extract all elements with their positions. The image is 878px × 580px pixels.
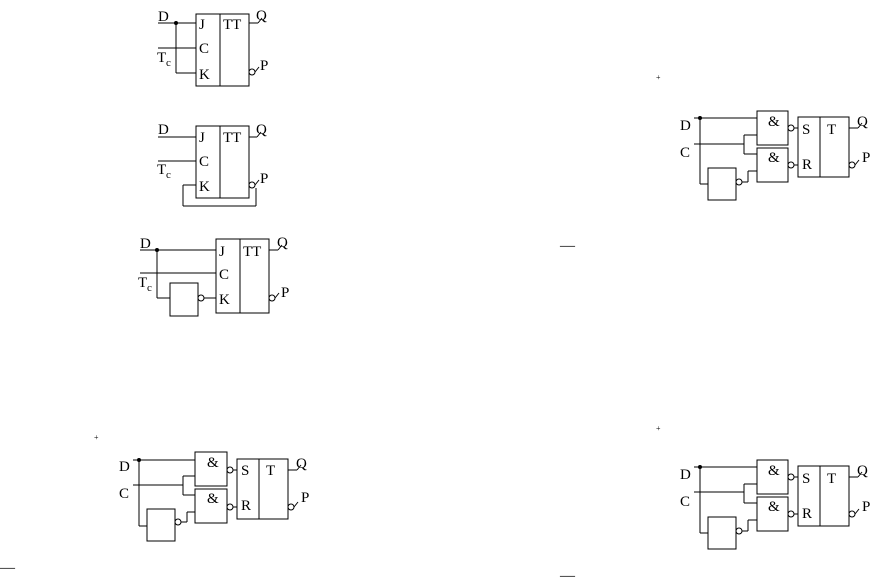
q-output-label: Q bbox=[857, 114, 868, 130]
flipflop-title: T bbox=[827, 471, 836, 487]
d-label: D bbox=[140, 236, 151, 252]
flipflop-title: T bbox=[827, 122, 836, 138]
c-label: C bbox=[119, 486, 129, 502]
rs-flipflop-box bbox=[797, 465, 850, 527]
pin-r-label: R bbox=[802, 506, 812, 522]
pin-c-label: C bbox=[199, 154, 209, 170]
inverter-block bbox=[707, 516, 737, 550]
and-gate-bottom bbox=[756, 496, 789, 532]
and-gate-top bbox=[194, 451, 228, 487]
inverter-bubble bbox=[735, 178, 743, 186]
q-output-label: Q bbox=[277, 235, 288, 251]
p-output-label: P bbox=[281, 285, 289, 301]
pin-k-label: K bbox=[199, 179, 210, 195]
inverter-bubble bbox=[174, 518, 182, 526]
t-subscript: c bbox=[166, 57, 171, 69]
inverter-bubble bbox=[735, 527, 743, 535]
p-output-label: P bbox=[862, 499, 870, 515]
pin-r-label: R bbox=[802, 157, 812, 173]
q-output-label: Q bbox=[296, 456, 307, 472]
pin-c-label: C bbox=[199, 41, 209, 57]
p-output-label: P bbox=[301, 490, 309, 506]
gate-bottom-label: & bbox=[768, 150, 780, 166]
d-label: D bbox=[119, 459, 130, 475]
and-gate-bottom bbox=[194, 488, 228, 524]
jk-flipflop-box bbox=[215, 238, 270, 314]
d-label: D bbox=[680, 467, 691, 483]
rs-flipflop-box bbox=[236, 458, 289, 520]
flipflop-title: T bbox=[266, 463, 275, 479]
jk-flipflop-diagram-1: D T c J C K TT Q P bbox=[157, 8, 268, 87]
d-label: D bbox=[680, 118, 691, 134]
dash-mark: — bbox=[0, 560, 16, 576]
flipflop-title: TT bbox=[223, 130, 241, 146]
t-label: T bbox=[157, 50, 166, 66]
inverter-block bbox=[169, 282, 199, 317]
p-output-label: P bbox=[862, 150, 870, 166]
plus-mark: + bbox=[94, 433, 99, 442]
inverted-output-bubble bbox=[248, 68, 256, 76]
c-label: C bbox=[680, 494, 690, 510]
inverter-bubble bbox=[197, 294, 205, 302]
plus-mark: + bbox=[656, 424, 661, 433]
rs-flipflop-diagram-1: + D C & & S R T Q P — bbox=[0, 433, 309, 576]
pin-k-label: K bbox=[199, 67, 210, 83]
pin-k-label: K bbox=[219, 292, 230, 308]
pin-j-label: J bbox=[219, 244, 225, 260]
p-output-label: P bbox=[260, 58, 268, 74]
pin-s-label: S bbox=[802, 122, 810, 138]
flipflop-title: TT bbox=[223, 17, 241, 33]
q-output-label: Q bbox=[256, 122, 267, 138]
pin-c-label: C bbox=[219, 267, 229, 283]
d-label: D bbox=[158, 122, 169, 138]
inverter-block bbox=[707, 167, 737, 201]
gate-bottom-label: & bbox=[207, 491, 219, 507]
pin-s-label: S bbox=[241, 463, 249, 479]
jk-flipflop-diagram-3: D T c J C K TT Q P bbox=[138, 235, 289, 317]
jk-flipflop-box bbox=[195, 13, 250, 87]
t-subscript: c bbox=[147, 282, 152, 294]
inverted-output-bubble bbox=[848, 161, 856, 169]
p-output-label: P bbox=[260, 171, 268, 187]
t-label: T bbox=[138, 275, 147, 291]
q-output-label: Q bbox=[256, 8, 267, 24]
gate-top-label: & bbox=[768, 114, 780, 130]
gate-top-label: & bbox=[768, 463, 780, 479]
d-label: D bbox=[158, 9, 169, 25]
inverted-output-bubble bbox=[287, 503, 295, 511]
inverted-output-bubble bbox=[248, 181, 256, 189]
inverter-block bbox=[146, 508, 176, 542]
rs-flipflop-diagram-3: + D C & & S R T Q P — bbox=[559, 424, 870, 580]
flipflop-title: TT bbox=[243, 244, 261, 260]
q-output-label: Q bbox=[857, 463, 868, 479]
dash-mark: — bbox=[559, 238, 576, 254]
jk-flipflop-diagram-2: D T c J C K TT Q P bbox=[157, 122, 268, 207]
rs-flipflop-diagram-2: + D C & & S R T Q P — bbox=[559, 73, 870, 254]
pin-j-label: J bbox=[199, 130, 205, 146]
pin-j-label: J bbox=[199, 17, 205, 33]
t-label: T bbox=[157, 162, 166, 178]
gate-top-label: & bbox=[207, 455, 219, 471]
jk-flipflop-box bbox=[195, 125, 250, 199]
dash-mark: — bbox=[559, 568, 576, 580]
pin-r-label: R bbox=[241, 498, 251, 514]
rs-flipflop-box bbox=[797, 116, 850, 178]
inverted-output-bubble bbox=[848, 510, 856, 518]
and-gate-top bbox=[756, 110, 789, 146]
c-label: C bbox=[680, 145, 690, 161]
t-subscript: c bbox=[166, 169, 171, 181]
pin-s-label: S bbox=[802, 471, 810, 487]
gate-bottom-label: & bbox=[768, 499, 780, 515]
inverted-output-bubble bbox=[268, 294, 276, 302]
plus-mark: + bbox=[656, 73, 661, 82]
